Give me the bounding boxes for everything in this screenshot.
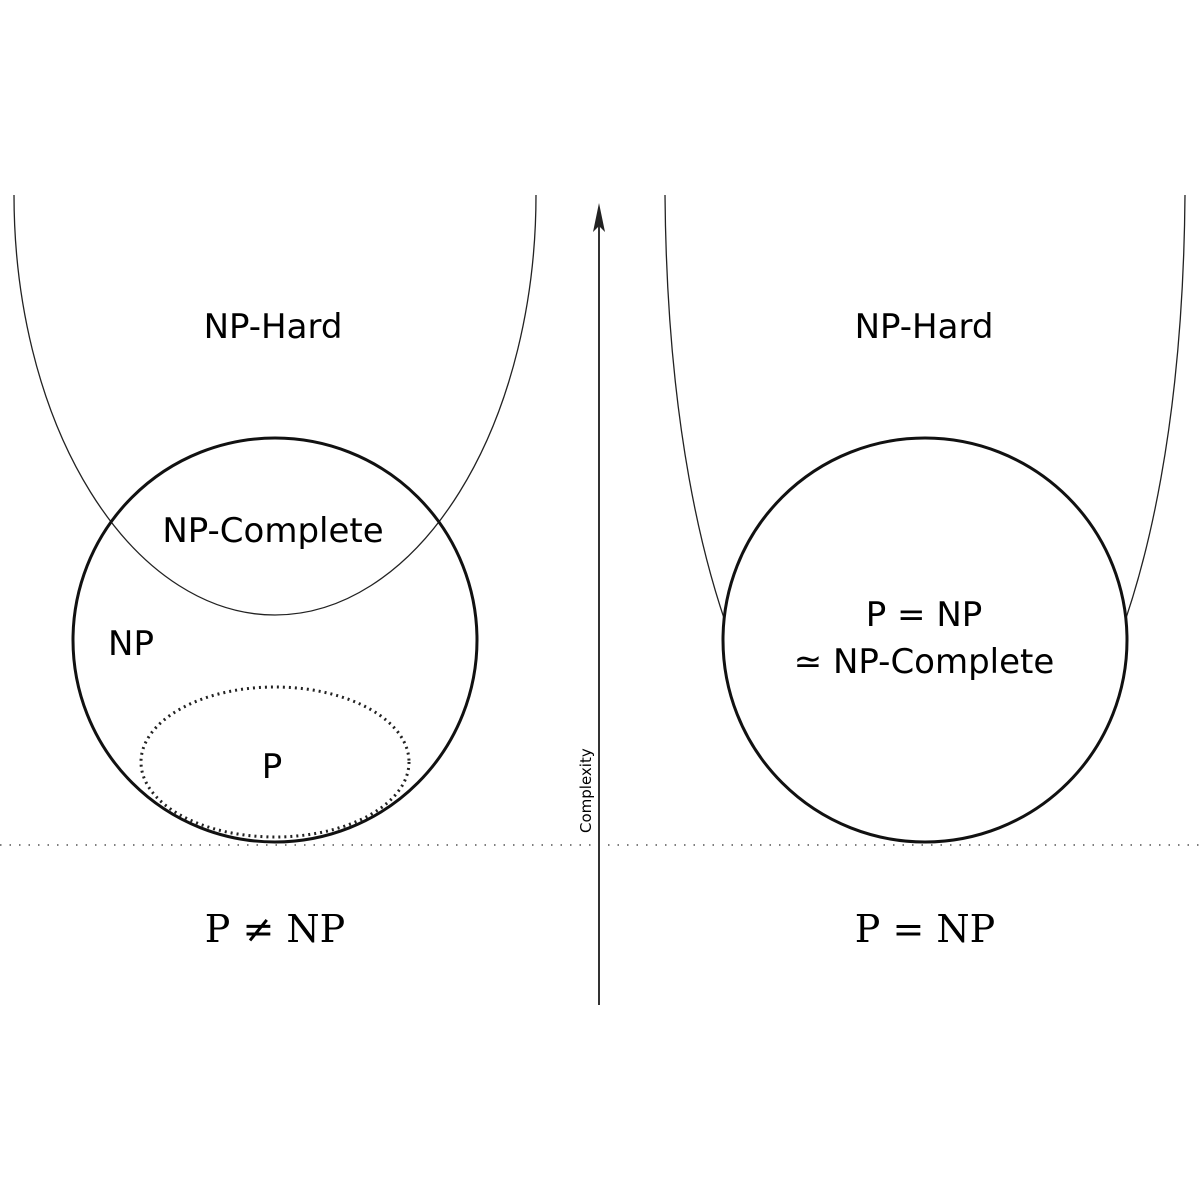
left-np-hard-label: NP-Hard (204, 307, 343, 347)
right-p-np-circle (721, 436, 1129, 844)
right-np-complete-label: ≃ NP-Complete (794, 642, 1055, 682)
left-np-label: NP (108, 624, 154, 664)
right-caption: P = NP (855, 907, 995, 951)
left-np-hard-boundary (13, 194, 537, 616)
axis-arrowhead-icon (593, 203, 605, 232)
left-p-region (139, 685, 411, 839)
left-np-circle (71, 436, 479, 844)
left-np-complete-label: NP-Complete (162, 511, 383, 551)
left-caption: P ≠ NP (205, 907, 345, 951)
right-np-hard-label: NP-Hard (855, 307, 994, 347)
left-p-label: P (262, 747, 283, 787)
axis-label: Complexity (577, 748, 595, 833)
right-p-equals-np-label: P = NP (866, 595, 983, 635)
